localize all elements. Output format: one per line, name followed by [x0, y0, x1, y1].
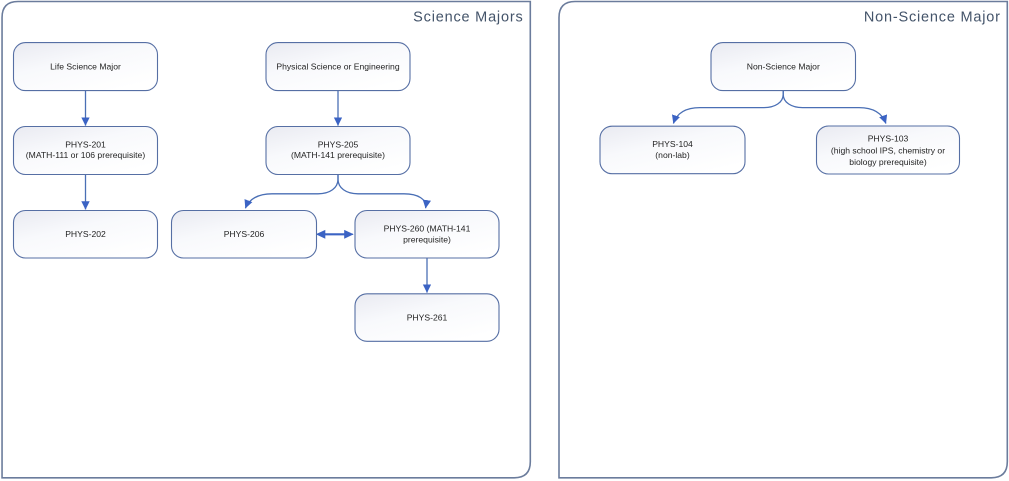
svg-text:Life Science Major: Life Science Major [50, 61, 121, 71]
svg-text:Non-Science Major: Non-Science Major [747, 61, 820, 71]
svg-text:PHYS-202: PHYS-202 [65, 229, 106, 239]
svg-text:(non-lab): (non-lab) [655, 150, 690, 160]
svg-text:Non-Science Major: Non-Science Major [864, 10, 1001, 26]
svg-text:PHYS-206: PHYS-206 [224, 229, 265, 239]
svg-text:PHYS-104: PHYS-104 [652, 139, 693, 149]
svg-text:(MATH-141 prerequisite): (MATH-141 prerequisite) [291, 150, 385, 160]
svg-text:PHYS-260 (MATH-141: PHYS-260 (MATH-141 [384, 224, 471, 234]
svg-text:PHYS-261: PHYS-261 [407, 313, 448, 323]
svg-text:PHYS-201: PHYS-201 [65, 140, 106, 150]
svg-text:(high school IPS, chemistry or: (high school IPS, chemistry or [831, 146, 945, 156]
svg-text:Science Majors: Science Majors [413, 10, 523, 26]
svg-text:(MATH-111 or 106 prerequisite): (MATH-111 or 106 prerequisite) [26, 150, 146, 160]
svg-text:Physical Science or Engineerin: Physical Science or Engineering [276, 61, 399, 71]
svg-text:PHYS-205: PHYS-205 [318, 140, 359, 150]
svg-text:prerequisite): prerequisite) [403, 235, 451, 245]
svg-text:PHYS-103: PHYS-103 [868, 134, 909, 144]
svg-text:biology prerequisite): biology prerequisite) [849, 157, 927, 167]
